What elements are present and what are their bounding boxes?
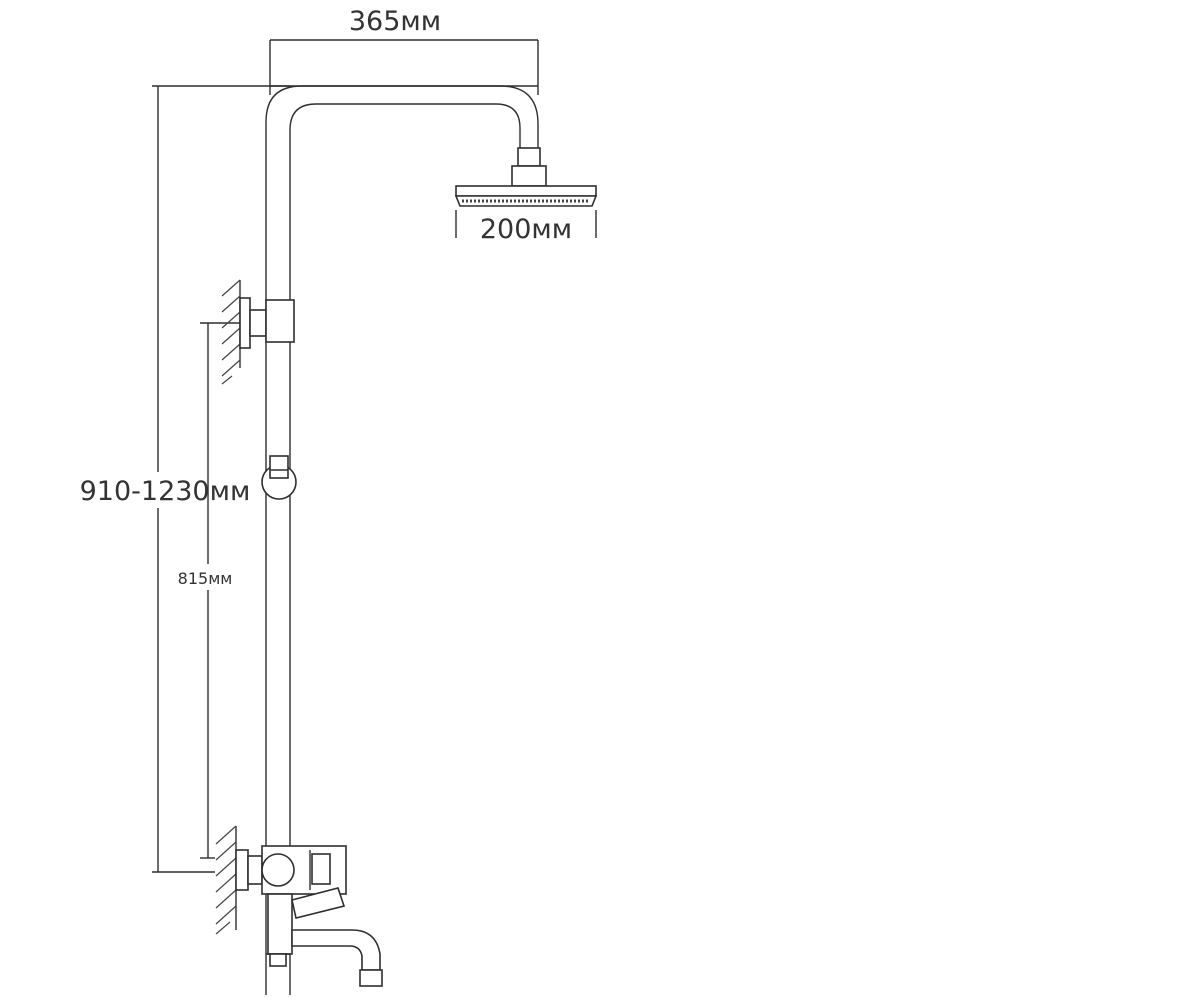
riser-pipe — [265, 85, 539, 995]
sliding-holder — [261, 455, 297, 500]
height-range-dimension: 910-1230мм — [80, 85, 290, 873]
height-range-label: 910-1230мм — [80, 476, 251, 507]
holder-spacing-label: 815мм — [178, 569, 233, 588]
upper-wall-bracket — [221, 279, 295, 385]
head-diameter-label: 200мм — [480, 214, 572, 245]
head-diameter-dimension: 200мм — [455, 210, 597, 245]
arm-reach-dimension: 365мм — [269, 6, 539, 95]
arm-reach-label: 365мм — [349, 6, 441, 37]
shower-head — [454, 147, 598, 207]
holder-spacing-dimension: 815мм — [168, 322, 250, 859]
mixer-assembly — [215, 825, 383, 987]
